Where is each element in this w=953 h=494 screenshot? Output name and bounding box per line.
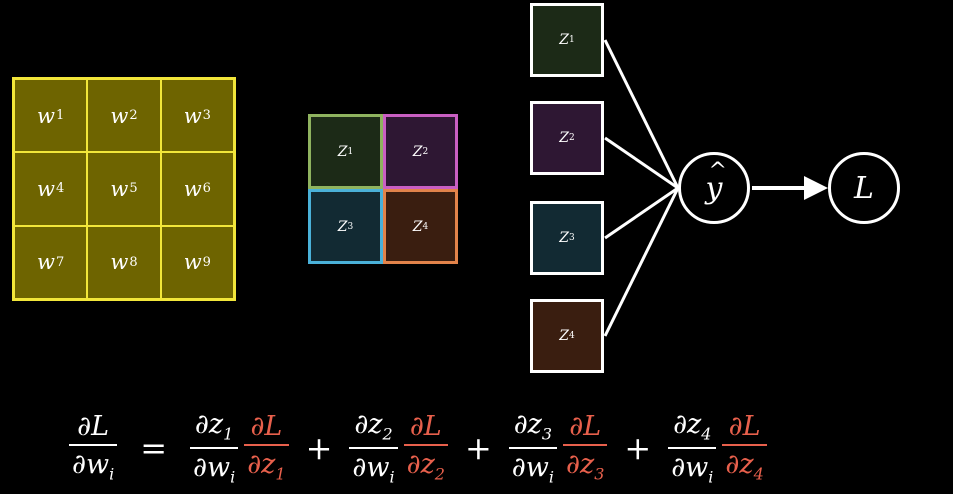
term-3-dl-dz: ∂L ∂z3 — [563, 413, 608, 482]
loss-node: L — [828, 152, 900, 224]
lhs-fraction: ∂L ∂wi — [69, 413, 118, 482]
equals-sign: = — [140, 429, 168, 467]
term-1-dz-dw: ∂z1 ∂wi — [190, 411, 239, 485]
edge-z4-yhat — [603, 187, 680, 337]
plus-sign: + — [305, 429, 333, 467]
term-4-dz-dw: ∂z4 ∂wi — [668, 411, 717, 485]
edge-z1-yhat — [603, 39, 680, 189]
output-node-yhat: y^ — [678, 152, 750, 224]
term-4-dl-dz: ∂L ∂z4 — [722, 413, 767, 482]
chain-rule-equation: ∂L ∂wi = ∂z1 ∂wi ∂L ∂z1 + ∂z2 ∂wi ∂L ∂z2… — [66, 410, 936, 486]
plus-sign: + — [464, 429, 492, 467]
term-2-dl-dz: ∂L ∂z2 — [403, 413, 448, 482]
term-3-dz-dw: ∂z3 ∂wi — [508, 411, 557, 485]
edge-z2-yhat — [604, 136, 679, 190]
term-1-dl-dz: ∂L ∂z1 — [244, 413, 289, 482]
term-2-dz-dw: ∂z2 ∂wi — [349, 411, 398, 485]
edge-z3-yhat — [604, 186, 679, 240]
plus-sign: + — [624, 429, 652, 467]
arrowhead — [804, 176, 828, 200]
